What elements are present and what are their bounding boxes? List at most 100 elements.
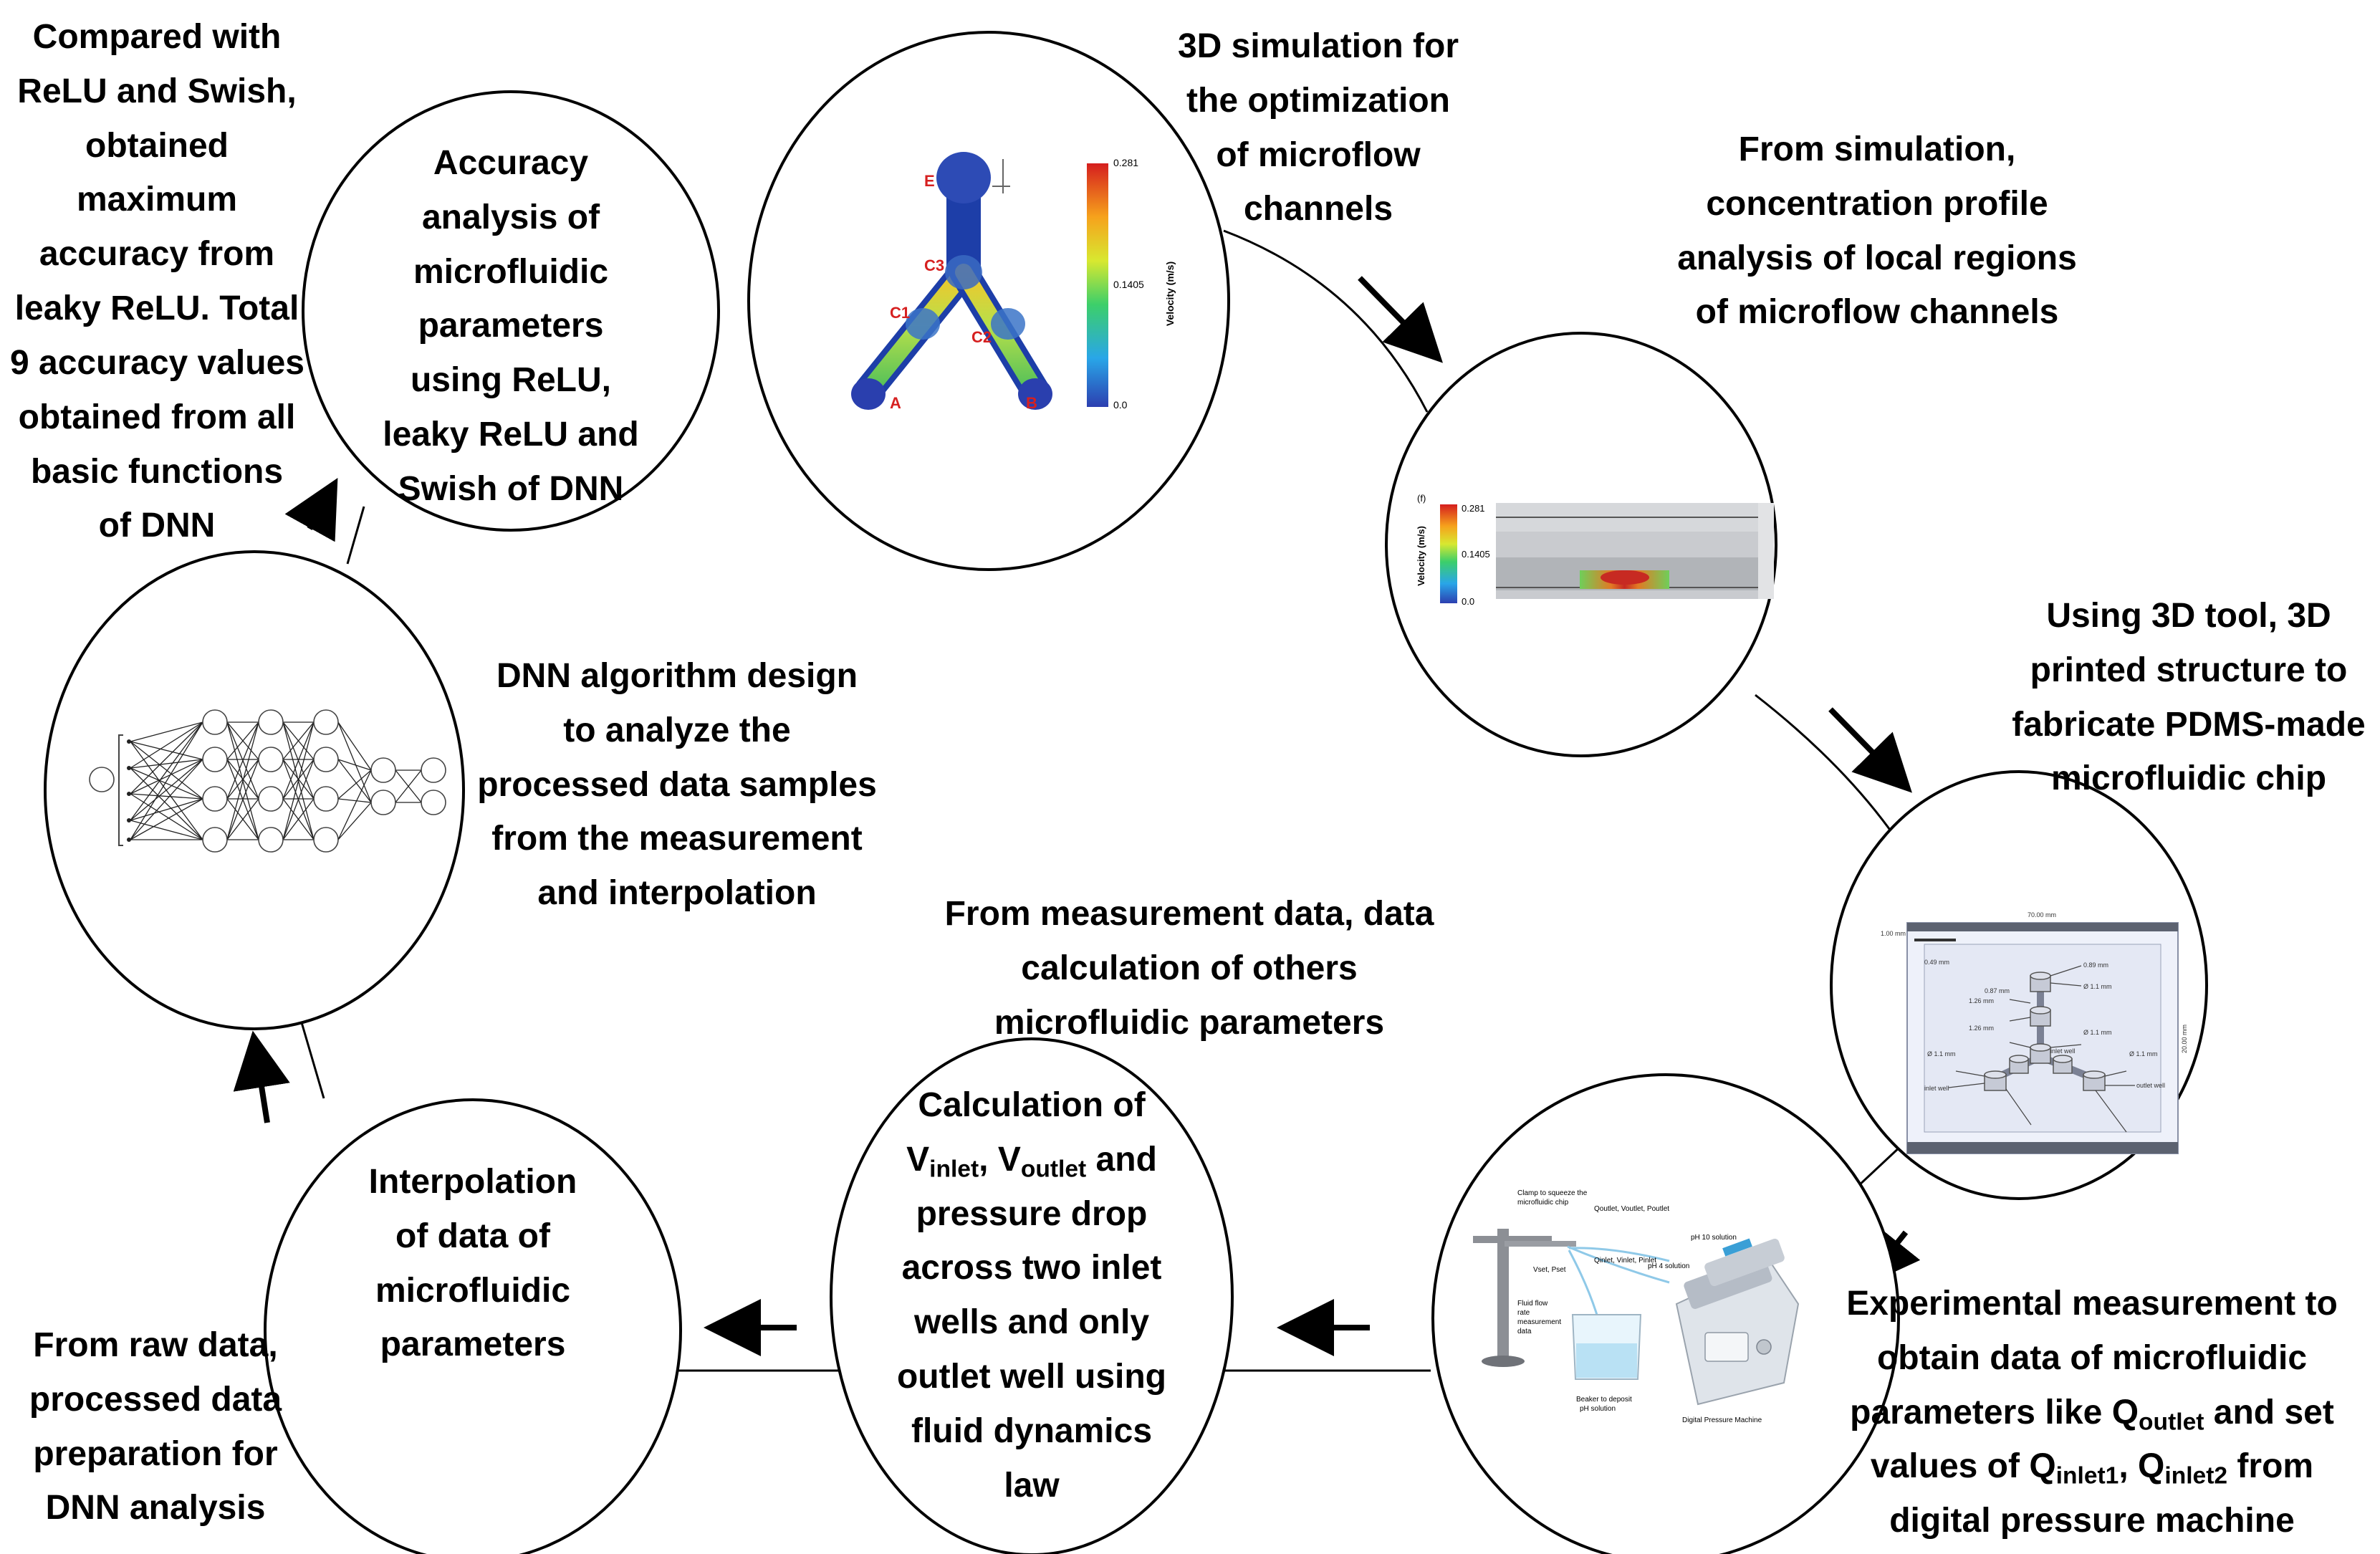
colorbar-max: 0.281 bbox=[1113, 157, 1138, 168]
dnn-node bbox=[370, 790, 396, 815]
dnn-edge bbox=[130, 793, 203, 840]
dnn-edge bbox=[226, 721, 259, 840]
arrow-icon bbox=[284, 478, 338, 542]
dnn-node bbox=[258, 786, 284, 812]
section-colorbar-mid: 0.1405 bbox=[1462, 549, 1490, 560]
well-c3 bbox=[945, 255, 982, 289]
dnn-node bbox=[89, 767, 115, 792]
label-c3: C3 bbox=[924, 256, 944, 274]
dnn-edge bbox=[130, 798, 203, 840]
section-colorbar-max: 0.281 bbox=[1462, 503, 1485, 514]
connector-dnn-to-accuracy bbox=[346, 506, 365, 565]
dnn-edge bbox=[130, 759, 203, 769]
dnn-edge bbox=[226, 721, 259, 760]
dnn-node bbox=[202, 747, 228, 772]
setup-label: Digital Pressure Machine bbox=[1682, 1416, 1762, 1424]
dnn-edge bbox=[130, 820, 203, 840]
setup-label: data bbox=[1517, 1328, 1532, 1335]
setup-circle bbox=[1431, 1073, 1900, 1554]
y-channel-simulation: E C3 C1 C2 A B 0.281 0.1405 0.0 Velocity… bbox=[851, 152, 1176, 412]
well-e bbox=[936, 152, 991, 203]
dim-label: Ø 1.1 mm bbox=[1927, 1050, 1956, 1057]
section-simulation: (f) 0.281 0.1405 0.0 Velocity (m/s) bbox=[1416, 493, 1774, 607]
dnn-input-bracket bbox=[118, 734, 123, 846]
dnn-edge bbox=[130, 759, 203, 795]
connector-sim-to-section bbox=[1223, 229, 1429, 413]
dnn-edge bbox=[130, 759, 203, 840]
dnn-edge bbox=[337, 759, 372, 803]
chip-drawing: 1.00 mm 70.00 mm 0.49 mm 0.87 mm 1.26 mm… bbox=[1881, 911, 2188, 1154]
accuracy-circle bbox=[302, 90, 720, 532]
section-tag: (f) bbox=[1417, 493, 1426, 504]
dnn-edge bbox=[337, 769, 372, 840]
dim-label: 20.00 mm bbox=[2181, 1025, 2188, 1053]
setup-label: microfluidic chip bbox=[1517, 1199, 1569, 1207]
dnn-edge bbox=[130, 721, 203, 742]
section-colorbar-min: 0.0 bbox=[1462, 596, 1474, 607]
label-a: A bbox=[890, 394, 901, 412]
dim-label: inlet well bbox=[2050, 1047, 2076, 1055]
dnn-edge bbox=[226, 721, 259, 800]
colorbar-mid: 0.1405 bbox=[1113, 279, 1144, 290]
dim-label: 0.49 mm bbox=[1924, 959, 1949, 966]
dnn-edge bbox=[282, 721, 315, 760]
arrow-icon bbox=[1828, 707, 1912, 793]
dnn-edge bbox=[282, 721, 315, 800]
dnn-node bbox=[313, 747, 339, 772]
dnn-input-dot bbox=[127, 766, 131, 770]
dnn-edge bbox=[282, 721, 315, 840]
dnn-node bbox=[313, 827, 339, 853]
dnn-edge bbox=[282, 798, 315, 840]
setup-illustration: Clamp to squeeze the microfluidic chip Q… bbox=[1473, 1189, 1800, 1424]
dnn-node bbox=[258, 709, 284, 735]
dnn-network bbox=[89, 709, 446, 853]
dim-label: 0.89 mm bbox=[2083, 961, 2108, 969]
label-e: E bbox=[924, 172, 935, 190]
dim-label: 1.26 mm bbox=[1969, 997, 1994, 1004]
dnn-node bbox=[258, 827, 284, 853]
dnn-input-dot bbox=[127, 838, 131, 842]
interpolation-circle bbox=[264, 1098, 682, 1554]
dnn-edge bbox=[395, 769, 422, 803]
dim-label: inlet well bbox=[1924, 1085, 1949, 1092]
well-c1 bbox=[906, 308, 940, 340]
label-c2: C2 bbox=[971, 328, 992, 346]
dim-label: 70.00 mm bbox=[2028, 911, 2056, 919]
dnn-edge bbox=[337, 759, 372, 771]
stand-pole bbox=[1497, 1229, 1509, 1361]
dim-label: 0.87 mm bbox=[1985, 987, 2010, 994]
dnn-node bbox=[202, 709, 228, 735]
dnn-edge bbox=[130, 721, 203, 840]
dnn-node bbox=[202, 786, 228, 812]
dnn-edge bbox=[130, 721, 203, 821]
setup-label: Fluid flow bbox=[1517, 1300, 1548, 1308]
dnn-edge bbox=[130, 759, 203, 821]
well-b bbox=[1018, 378, 1052, 410]
dnn-node bbox=[370, 757, 396, 783]
dnn-input-dot bbox=[127, 739, 131, 744]
setup-label: pH solution bbox=[1580, 1405, 1616, 1413]
well-a bbox=[851, 378, 886, 410]
label-c1: C1 bbox=[890, 304, 910, 322]
dnn-edge bbox=[337, 769, 372, 800]
setup-label: measurement bbox=[1517, 1318, 1561, 1326]
dim-label: 1.26 mm bbox=[1969, 1025, 1994, 1032]
dim-label: outlet well bbox=[2136, 1082, 2165, 1089]
dnn-edge bbox=[282, 759, 315, 840]
calculation-circle-text: Calculation of Vinlet, Voutlet and press… bbox=[896, 1086, 1166, 1505]
arrow-icon bbox=[1358, 276, 1443, 363]
setup-label: Qoutlet, Voutlet, Poutlet bbox=[1594, 1205, 1669, 1213]
colorbar-min: 0.0 bbox=[1113, 399, 1128, 411]
connector-interp-to-dnn bbox=[298, 1015, 325, 1099]
dnn-node bbox=[313, 709, 339, 735]
setup-label: rate bbox=[1517, 1309, 1530, 1317]
dim-label: Ø 1.1 mm bbox=[2083, 983, 2112, 990]
dnn-edge bbox=[130, 741, 203, 840]
dnn-edge bbox=[337, 802, 372, 840]
dnn-edge bbox=[226, 759, 259, 840]
